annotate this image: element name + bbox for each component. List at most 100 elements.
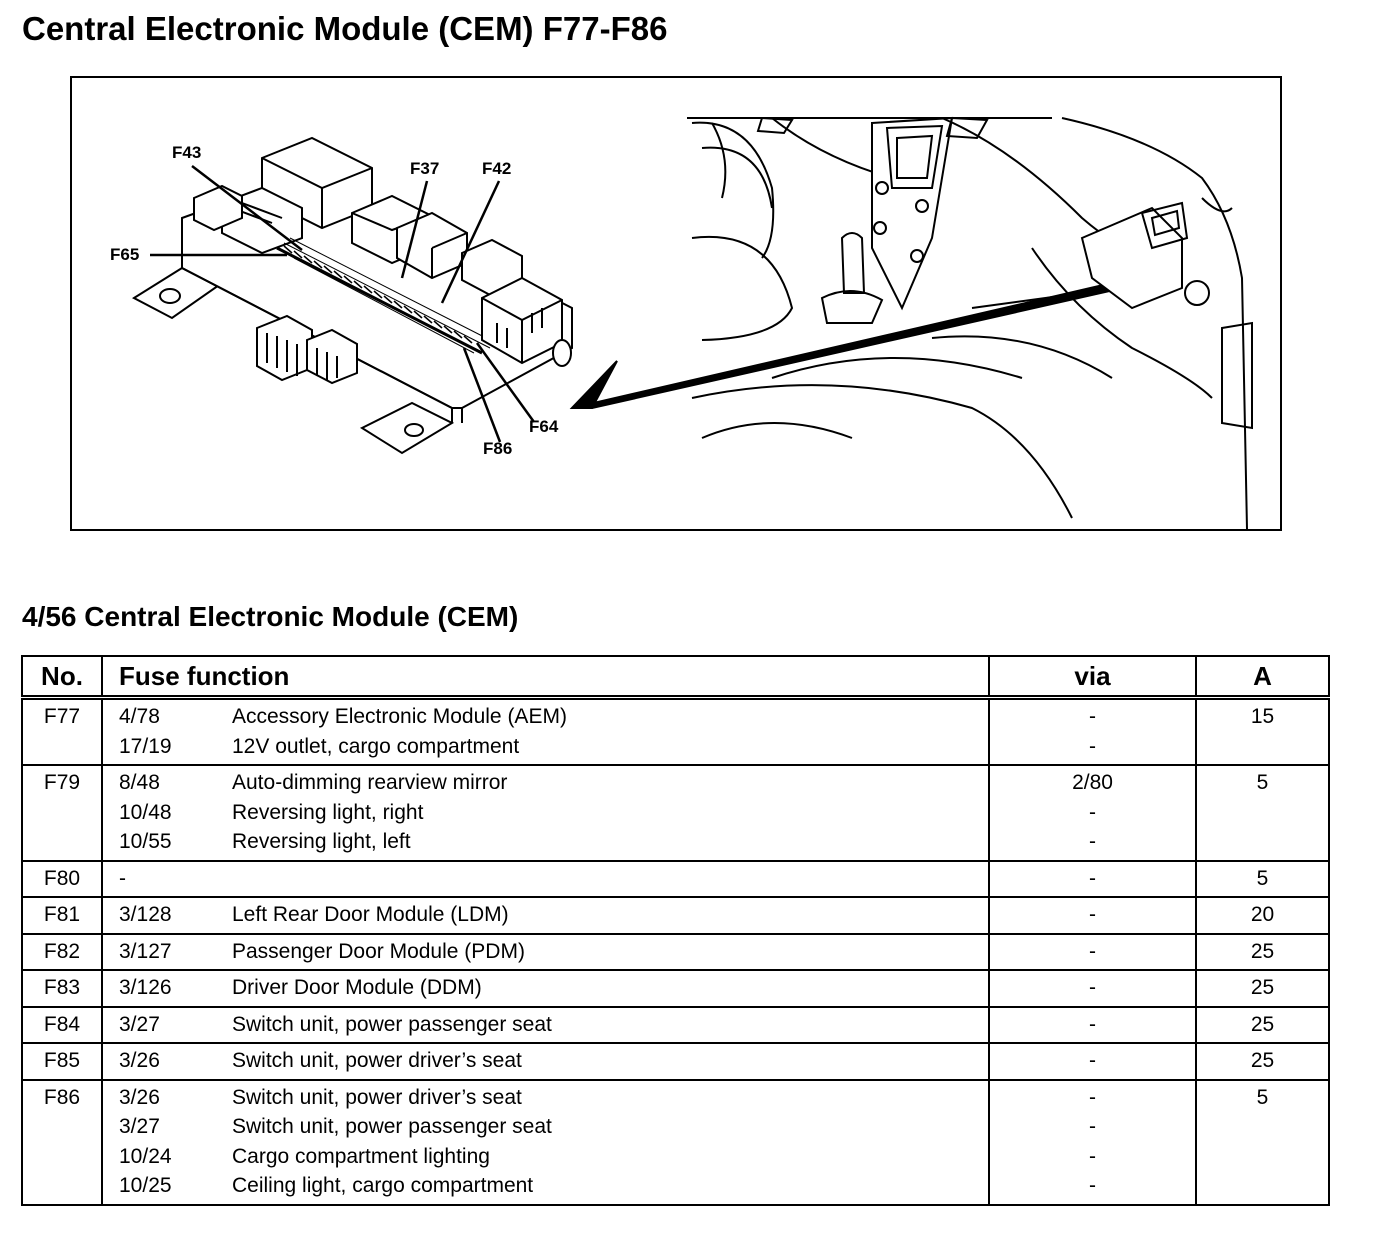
via-cell: - xyxy=(988,1043,1197,1080)
callout-f64: F64 xyxy=(529,417,559,436)
amperage-cell: 20 xyxy=(1195,897,1330,934)
fuse-function-cell: 8/48 Auto-dimming rearview mirror 10/48 Rev… xyxy=(101,765,990,861)
amperage-value: 5 xyxy=(1256,866,1269,890)
fuse-number: F80 xyxy=(43,866,81,890)
fuse-function-cell: 3/27 Switch unit, power passenger seat xyxy=(101,1006,990,1043)
component-description: Auto-dimming rearview mirror xyxy=(232,771,508,794)
fuse-function-cell: 3/127 Passenger Door Module (PDM) xyxy=(101,933,990,970)
via-value: - xyxy=(1089,1012,1096,1036)
fuse-number: F84 xyxy=(43,1012,81,1036)
amperage-value: 5 xyxy=(1256,1085,1269,1109)
component-code: 3/27 xyxy=(119,1012,160,1036)
callout-f65: F65 xyxy=(110,245,139,264)
amperage-cell: 25 xyxy=(1195,1006,1330,1043)
amperage-value: 25 xyxy=(1250,939,1275,963)
component-description: Switch unit, power driver’s seat xyxy=(232,1049,522,1072)
via-cell: -- xyxy=(988,697,1197,765)
via-cell: - xyxy=(988,1006,1197,1043)
via-cell: - xyxy=(988,897,1197,934)
via-value: - xyxy=(1089,1144,1096,1168)
component-code: 8/48 xyxy=(119,771,160,794)
component-code: 3/26 xyxy=(119,1085,160,1109)
component-code: 10/24 xyxy=(119,1144,172,1168)
amperage-cell: 25 xyxy=(1195,970,1330,1007)
component-code: 3/26 xyxy=(119,1049,160,1072)
component-code: 4/78 xyxy=(119,705,160,728)
component-code: - xyxy=(119,866,126,890)
fuse-number: F81 xyxy=(43,903,81,926)
via-cell: 2/80-- xyxy=(988,765,1197,861)
via-value: - xyxy=(1089,1115,1096,1138)
fuse-function-line: 3/27 Switch unit, power passenger seat xyxy=(103,1010,988,1040)
via-value: - xyxy=(1089,976,1096,999)
via-value: - xyxy=(1089,800,1096,824)
table-row: F77 4/78 Accessory Electronic Module (AEM)… xyxy=(21,697,1330,765)
amperage-cell: 15 xyxy=(1195,697,1330,765)
cem-location-figure: F43 F37 F42 F65 F64 F86 xyxy=(70,76,1282,531)
fuse-number-cell: F85 xyxy=(21,1043,103,1080)
fuse-function-line: 3/127 Passenger Door Module (PDM) xyxy=(103,937,988,967)
component-description: Cargo compartment lighting xyxy=(232,1144,490,1168)
amperage-cell: 25 xyxy=(1195,1043,1330,1080)
fuse-number-cell: F80 xyxy=(21,860,103,897)
amperage-cell: 5 xyxy=(1195,765,1330,861)
amperage-value: 5 xyxy=(1256,771,1269,794)
fuse-table-body: F77 4/78 Accessory Electronic Module (AEM)… xyxy=(21,697,1330,1205)
amperage-cell: 5 xyxy=(1195,860,1330,897)
component-description: Left Rear Door Module (LDM) xyxy=(232,903,509,926)
fuse-number-cell: F83 xyxy=(21,970,103,1007)
fuse-number: F86 xyxy=(43,1085,81,1109)
fuse-number: F77 xyxy=(43,705,81,728)
component-description: Accessory Electronic Module (AEM) xyxy=(232,705,567,728)
header-no: No. xyxy=(21,655,103,700)
component-code: 3/27 xyxy=(119,1115,160,1138)
vehicle-interior-drawing xyxy=(687,116,1253,529)
cem-diagram: F43 F37 F42 F65 F64 F86 xyxy=(110,116,1253,529)
table-row: F85 3/26 Switch unit, power driver’s seat -… xyxy=(21,1043,1330,1080)
header-amperage: A xyxy=(1195,655,1330,700)
component-code: 10/55 xyxy=(119,830,172,853)
via-value: - xyxy=(1089,734,1096,758)
component-description: Reversing light, right xyxy=(232,800,424,824)
component-code: 3/127 xyxy=(119,939,172,963)
fuse-function-line: 10/48 Reversing light, right xyxy=(103,798,988,828)
callout-f86: F86 xyxy=(483,439,512,458)
fuse-number: F79 xyxy=(43,771,81,794)
cem-unit-drawing xyxy=(131,136,573,455)
fuse-function-line: - xyxy=(103,864,988,894)
fuse-number-cell: F81 xyxy=(21,897,103,934)
callout-f37: F37 xyxy=(410,159,439,178)
via-cell: - xyxy=(988,970,1197,1007)
fuse-function-cell: 3/128 Left Rear Door Module (LDM) xyxy=(101,897,990,934)
component-code: 10/48 xyxy=(119,800,172,824)
component-code: 3/126 xyxy=(119,976,172,999)
callout-f42: F42 xyxy=(482,159,511,178)
fuse-number-cell: F86 xyxy=(21,1079,103,1205)
via-value: - xyxy=(1089,1085,1096,1109)
amperage-value: 25 xyxy=(1250,976,1275,999)
component-description: Switch unit, power passenger seat xyxy=(232,1012,552,1036)
callout-f43: F43 xyxy=(172,143,201,162)
fuse-number: F85 xyxy=(43,1049,81,1072)
via-value: - xyxy=(1089,1049,1096,1072)
fuse-function-cell: 3/126 Driver Door Module (DDM) xyxy=(101,970,990,1007)
component-description xyxy=(232,864,988,894)
via-value: - xyxy=(1089,903,1096,926)
component-code: 3/128 xyxy=(119,903,172,926)
fuse-function-cell: 3/26 Switch unit, power driver’s seat xyxy=(101,1043,990,1080)
amperage-value: 15 xyxy=(1250,705,1275,728)
component-code: 17/19 xyxy=(119,734,172,758)
amperage-value: 25 xyxy=(1250,1049,1275,1072)
amperage-cell: 25 xyxy=(1195,933,1330,970)
via-cell: ---- xyxy=(988,1079,1197,1205)
component-description: Driver Door Module (DDM) xyxy=(232,976,482,999)
via-value: - xyxy=(1089,939,1096,963)
fuse-number: F82 xyxy=(43,939,81,963)
component-description: Passenger Door Module (PDM) xyxy=(232,939,525,963)
